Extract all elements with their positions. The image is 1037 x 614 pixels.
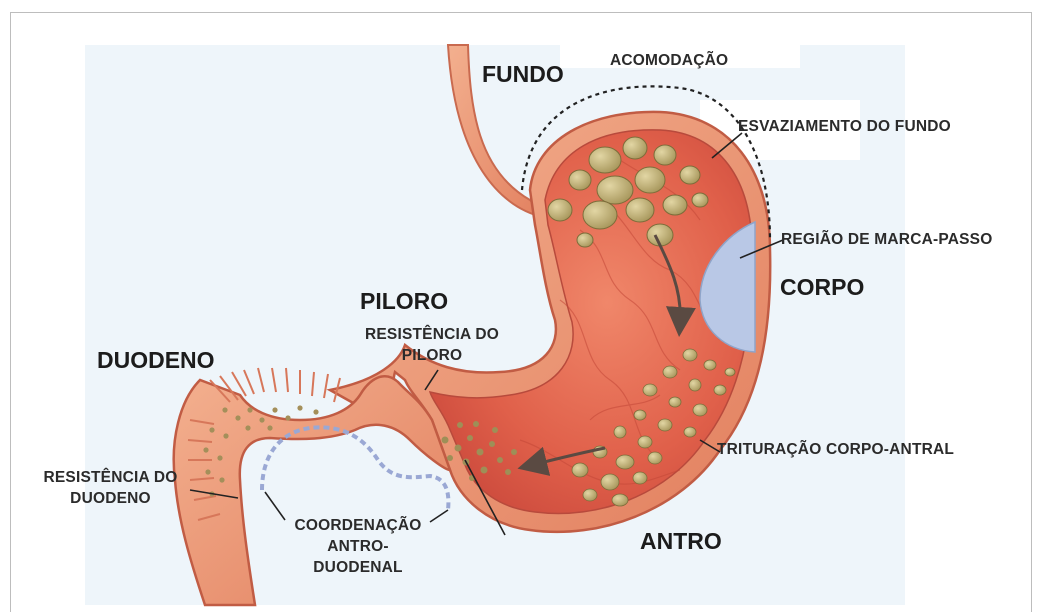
label-acomodacao: ACOMODAÇÃO — [610, 50, 728, 71]
label-coordenacao-line2: ANTRO- — [283, 536, 433, 557]
label-coordenacao: COORDENAÇÃO ANTRO- DUODENAL — [283, 515, 433, 578]
label-fundo: FUNDO — [482, 61, 564, 88]
label-trituracao: TRITURAÇÃO CORPO-ANTRAL — [717, 439, 954, 460]
label-antro: ANTRO — [640, 528, 722, 555]
label-esvaziamento: ESVAZIAMENTO DO FUNDO — [738, 116, 951, 137]
label-resistencia-duodeno: RESISTÊNCIA DO DUODENO — [28, 467, 193, 509]
label-corpo: CORPO — [780, 274, 864, 301]
label-resistencia-piloro-line1: RESISTÊNCIA DO — [358, 324, 506, 345]
label-resistencia-piloro-line2: PILORO — [358, 345, 506, 366]
label-duodeno: DUODENO — [97, 347, 215, 374]
label-resistencia-duodeno-line2: DUODENO — [28, 488, 193, 509]
label-resistencia-piloro: RESISTÊNCIA DO PILORO — [358, 324, 506, 366]
label-resistencia-duodeno-line1: RESISTÊNCIA DO — [28, 467, 193, 488]
label-piloro: PILORO — [360, 288, 448, 315]
label-coordenacao-line3: DUODENAL — [283, 557, 433, 578]
label-marca-passo: REGIÃO DE MARCA-PASSO — [781, 229, 992, 250]
label-coordenacao-line1: COORDENAÇÃO — [283, 515, 433, 536]
